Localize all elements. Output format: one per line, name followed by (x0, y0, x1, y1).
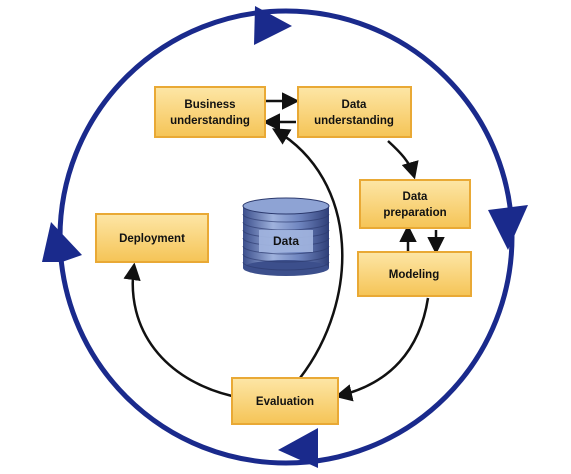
ring-arrowhead-left (42, 222, 82, 262)
outer-cycle-ring (42, 6, 528, 468)
business-understanding-line-1: Business (184, 99, 235, 111)
inner-arrows (123, 92, 445, 402)
arrow-evaluation-to-business (271, 128, 344, 379)
modeling-label: Modeling (389, 269, 439, 281)
box-business-understanding: Business understanding (154, 86, 266, 138)
data-preparation-line-1: Data (403, 191, 429, 203)
ring-arrowhead-top (254, 6, 292, 45)
deployment-label: Deployment (119, 233, 185, 245)
box-data-understanding: Data understanding (297, 86, 412, 138)
data-label: Data (273, 234, 299, 248)
data-cylinder: Data (242, 197, 330, 276)
arrow-data-understanding-to-preparation (387, 140, 419, 180)
box-modeling: Modeling (357, 251, 472, 297)
data-understanding-line-1: Data (342, 99, 368, 111)
arrow-evaluation-to-deployment (123, 262, 233, 398)
box-evaluation: Evaluation (231, 377, 339, 425)
ring-arrowhead-right (488, 205, 528, 250)
evaluation-label: Evaluation (256, 396, 314, 408)
ring-arrowhead-bottom (278, 428, 318, 468)
data-understanding-line-2: understanding (314, 115, 394, 127)
business-understanding-line-2: understanding (170, 115, 250, 127)
data-preparation-line-2: preparation (383, 207, 446, 219)
arrow-modeling-to-evaluation (334, 297, 430, 402)
box-deployment: Deployment (95, 213, 209, 263)
box-data-preparation: Data preparation (359, 179, 471, 229)
